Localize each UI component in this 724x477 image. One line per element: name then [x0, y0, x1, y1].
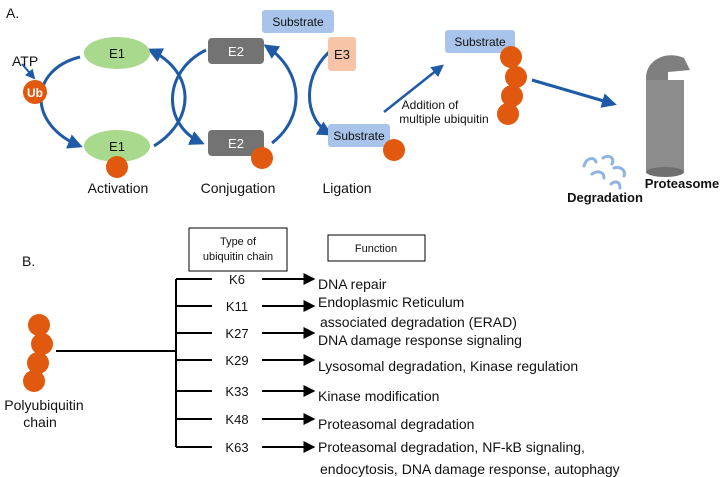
- panel-a-label: A.: [6, 5, 19, 21]
- substrate-box-top: [262, 10, 334, 33]
- chain-row-k33: K33 Kinase modification: [176, 384, 439, 404]
- chain-function-text: DNA damage response signaling: [318, 332, 522, 348]
- e2-label-top: E2: [228, 44, 244, 59]
- type-header-box: [188, 227, 288, 272]
- chain-type-label: K11: [226, 299, 248, 314]
- chain-type-label: K27: [225, 326, 248, 341]
- addition-label-line2: multiple ubiquitin: [399, 112, 488, 126]
- chain-function-text: Endoplasmic Reticulum: [318, 294, 464, 310]
- addition-label-line1: Addition of: [402, 98, 459, 112]
- degradation-label: Degradation: [567, 190, 643, 205]
- e3-label: E3: [334, 47, 350, 62]
- substrate-label-ligated: Substrate: [333, 129, 385, 143]
- panel-b: B. Type of ubiquitin chain Function Poly…: [4, 227, 620, 477]
- e2-box-top: [208, 38, 264, 64]
- chain-row-k11: K11 Endoplasmic Reticulum associated degra…: [176, 294, 517, 330]
- substrate-label-top: Substrate: [272, 15, 324, 29]
- panel-b-label: B.: [22, 253, 35, 269]
- substrate-box-ligated: [328, 124, 390, 147]
- ligation-arrow: [308, 46, 335, 136]
- return-arrow-e2: [263, 44, 298, 145]
- chain-function-text: associated degradation (ERAD): [320, 314, 517, 330]
- degradation-fragments-icon: [582, 154, 626, 190]
- proteasome-label: Proteasome: [645, 176, 719, 191]
- proteasome-icon: [646, 55, 690, 177]
- e1-oval-top: [84, 37, 150, 69]
- addition-arrow: [383, 64, 444, 113]
- polyubiquitin-on-substrate: [497, 46, 527, 125]
- e1-oval-bottom: [84, 130, 150, 162]
- e2-box-bottom: [208, 130, 264, 156]
- chain-function-text: Proteasomal degradation: [318, 416, 474, 432]
- chain-row-k48: K48 Proteasomal degradation: [176, 412, 474, 432]
- conjugation-label: Conjugation: [201, 180, 276, 196]
- chain-type-label: K29: [225, 353, 248, 368]
- substrate-box-polyubiquitinated: [445, 30, 515, 53]
- polyubiquitin-label-line2: chain: [23, 414, 56, 430]
- e1-label-top: E1: [109, 46, 125, 61]
- function-header: Function: [355, 243, 397, 255]
- type-header-line2: ubiquitin chain: [203, 251, 273, 263]
- activation-label: Activation: [88, 180, 149, 196]
- transfer-arrow-e2: [171, 48, 207, 145]
- chain-function-text: Kinase modification: [318, 388, 439, 404]
- panel-a: A. E1 E1 E2 E2 Substrate E3 Substrat: [6, 5, 719, 205]
- ubiquitin-on-e1: [106, 156, 128, 178]
- atp-label: ATP: [12, 53, 38, 69]
- chain-type-label: K63: [225, 440, 248, 455]
- chain-row-k6: K6 DNA repair: [176, 272, 387, 292]
- ubiquitin-on-e2: [251, 147, 273, 169]
- chain-type-label: K48: [225, 412, 248, 427]
- function-header-box: [327, 234, 426, 262]
- chain-function-text: endocytosis, DNA damage response, autoph…: [320, 461, 620, 477]
- substrate-label-polyubiquitinated: Substrate: [454, 35, 506, 49]
- e1-label-bottom: E1: [109, 139, 125, 154]
- transfer-arrow-e1: [147, 48, 187, 148]
- chain-type-label: K6: [229, 272, 245, 287]
- chain-function-text: Lysosomal degradation, Kinase regulation: [318, 358, 578, 374]
- atp-arrow: [21, 63, 36, 80]
- ubiquitin-circle: [23, 80, 47, 104]
- ligation-label: Ligation: [322, 180, 371, 196]
- ub-label: Ub: [27, 86, 43, 100]
- polyubiquitin-chain-icon: [23, 314, 53, 392]
- e3-box: [328, 37, 356, 71]
- chain-row-k63: K63 Proteasomal degradation, NF-kB signal…: [176, 439, 620, 477]
- chain-row-k29: K29 Lysosomal degradation, Kinase regulat…: [176, 353, 578, 374]
- chain-row-k27: K27 DNA damage response signaling: [176, 326, 522, 348]
- type-header-line1: Type of: [220, 236, 257, 248]
- polyubiquitin-label-line1: Polyubiquitin: [4, 397, 83, 413]
- ubiquitin-on-substrate: [383, 139, 405, 161]
- cycle-arrows: [21, 44, 617, 149]
- chain-function-text: DNA repair: [318, 276, 387, 292]
- e2-label-bottom: E2: [228, 136, 244, 151]
- chain-type-label: K33: [225, 384, 248, 399]
- chain-function-text: Proteasomal degradation, NF-kB signaling…: [318, 439, 585, 455]
- activation-arrow-left: [39, 55, 83, 149]
- to-proteasome-arrow: [531, 78, 617, 108]
